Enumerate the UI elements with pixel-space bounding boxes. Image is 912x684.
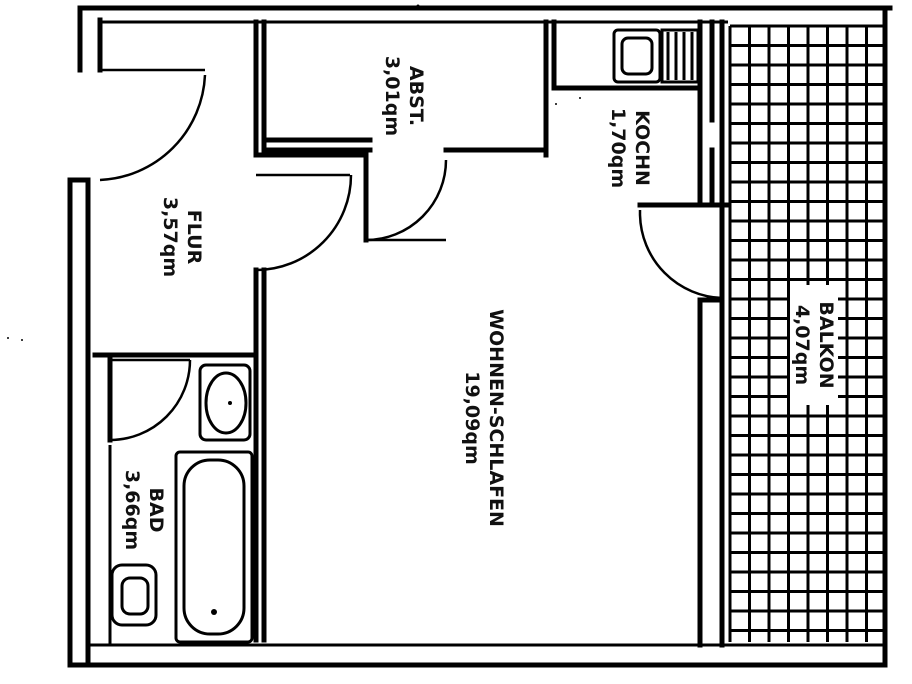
room-label-bad: BAD 3,66qm: [121, 470, 167, 550]
scan-noise: [7, 4, 581, 358]
room-name: BALKON: [815, 301, 837, 388]
room-label-wohnen: WOHNEN-SCHLAFEN 19,09qm: [461, 309, 507, 527]
room-area: 19,09qm: [461, 371, 483, 465]
interior-walls: [92, 19, 731, 648]
room-label-kochn: KOCHN 1,70qm: [607, 108, 653, 188]
stove-icon: [660, 28, 700, 84]
bathroom-sink-icon: [198, 363, 252, 442]
room-label-abst: ABST. 3,01qm: [381, 56, 427, 136]
room-area: 3,66qm: [121, 470, 143, 550]
outer-walls: [67, 5, 893, 668]
toilet-icon: [110, 563, 158, 627]
room-label-balkon: BALKON 4,07qm: [790, 285, 838, 405]
door-swings: [99, 68, 723, 442]
room-area: 3,57qm: [159, 197, 181, 277]
bathtub-icon: [174, 450, 254, 644]
room-name: KOCHN: [631, 110, 653, 186]
room-name: WOHNEN-SCHLAFEN: [485, 309, 507, 527]
fixtures: [110, 28, 700, 644]
room-name: FLUR: [183, 210, 205, 265]
room-area: 1,70qm: [607, 108, 629, 188]
room-name: ABST.: [405, 66, 427, 126]
room-name: BAD: [145, 488, 167, 533]
room-area: 4,07qm: [791, 305, 813, 385]
room-area: 3,01qm: [381, 56, 403, 136]
room-label-flur: FLUR 3,57qm: [159, 197, 205, 277]
